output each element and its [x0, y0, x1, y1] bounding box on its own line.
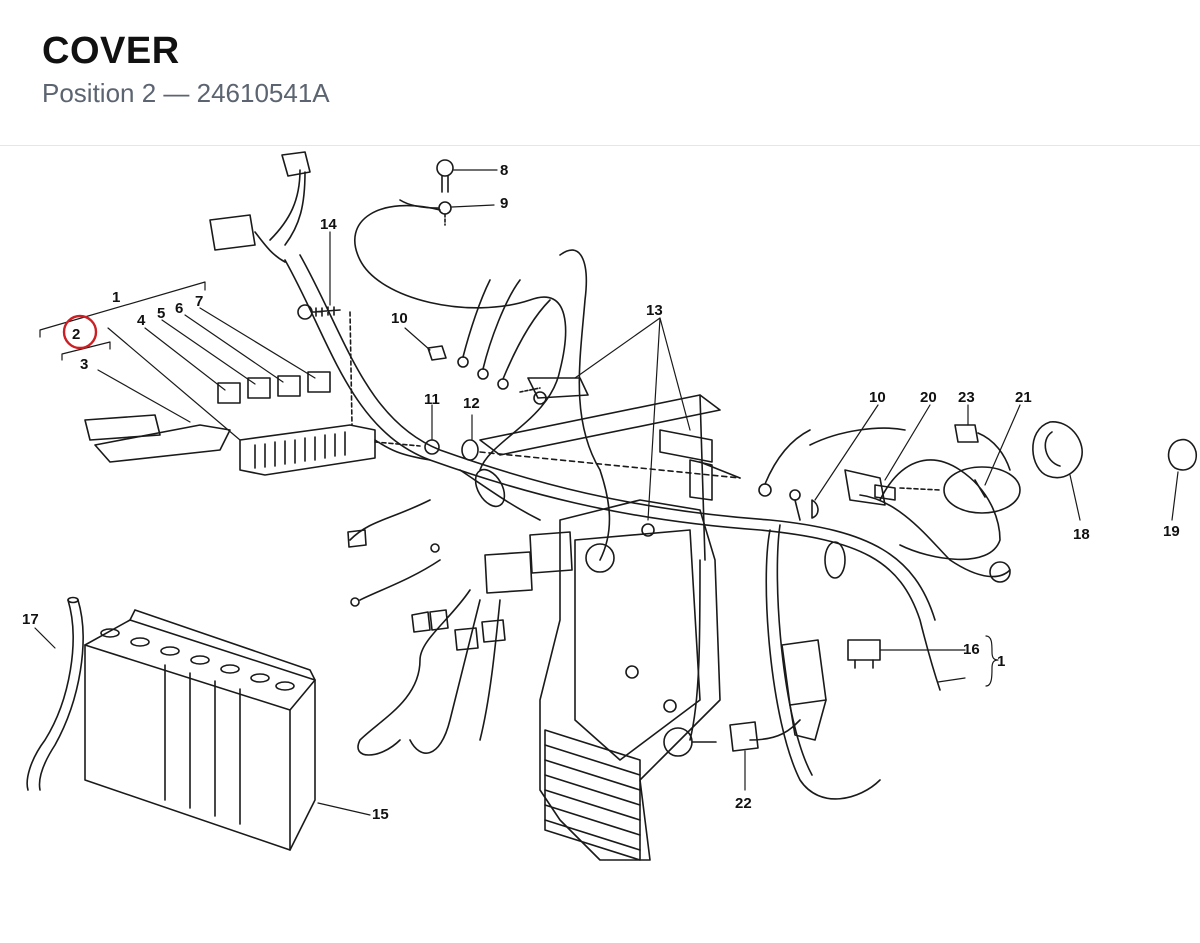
callout-20: 20 [920, 389, 937, 406]
callout-10-right: 10 [869, 389, 886, 406]
main-wiring-harness [284, 204, 1011, 800]
callout-18: 18 [1073, 526, 1090, 543]
callout-3: 3 [80, 356, 88, 373]
exploded-parts-diagram: 1 2 3 4 5 6 7 8 9 10 10 11 12 13 14 15 1… [22, 151, 1198, 861]
vent-tube [26, 596, 84, 791]
callout-21: 21 [1015, 389, 1032, 406]
callout-8: 8 [500, 162, 508, 179]
callout-11: 11 [424, 391, 440, 408]
small-hardware [347, 159, 1198, 752]
callout-labels: 1 2 3 4 5 6 7 8 9 10 10 11 12 13 14 15 1… [22, 162, 1180, 823]
page-subtitle: Position 2 — 24610541A [42, 78, 330, 108]
leader-lines [34, 169, 1179, 816]
callout-14: 14 [320, 216, 337, 233]
callout-22: 22 [735, 795, 752, 812]
callout-13: 13 [646, 302, 663, 319]
callout-6: 6 [175, 300, 183, 317]
callout-16: 16 [963, 641, 980, 658]
callout-9: 9 [500, 195, 508, 212]
callout-1-right: 1 [997, 653, 1005, 670]
callout-15: 15 [372, 806, 389, 823]
fuse-box-assembly [84, 304, 431, 476]
frame-bracket [479, 394, 721, 861]
callout-1-top: 1 [112, 289, 120, 306]
callout-19: 19 [1163, 523, 1180, 540]
callout-2[interactable]: 2 [72, 326, 80, 343]
harness-connectors-top-left [209, 151, 311, 263]
callout-5: 5 [157, 305, 165, 322]
callout-10-left: 10 [391, 310, 408, 327]
callout-4: 4 [137, 312, 146, 329]
battery [84, 609, 316, 851]
highlight-ring [62, 314, 98, 350]
page-title: COVER [42, 30, 180, 72]
callout-17: 17 [22, 611, 39, 628]
callout-7: 7 [195, 293, 203, 310]
callout-23: 23 [958, 389, 975, 406]
page-header: COVER Position 2 — 24610541A [0, 0, 1200, 146]
callout-12: 12 [463, 395, 480, 412]
